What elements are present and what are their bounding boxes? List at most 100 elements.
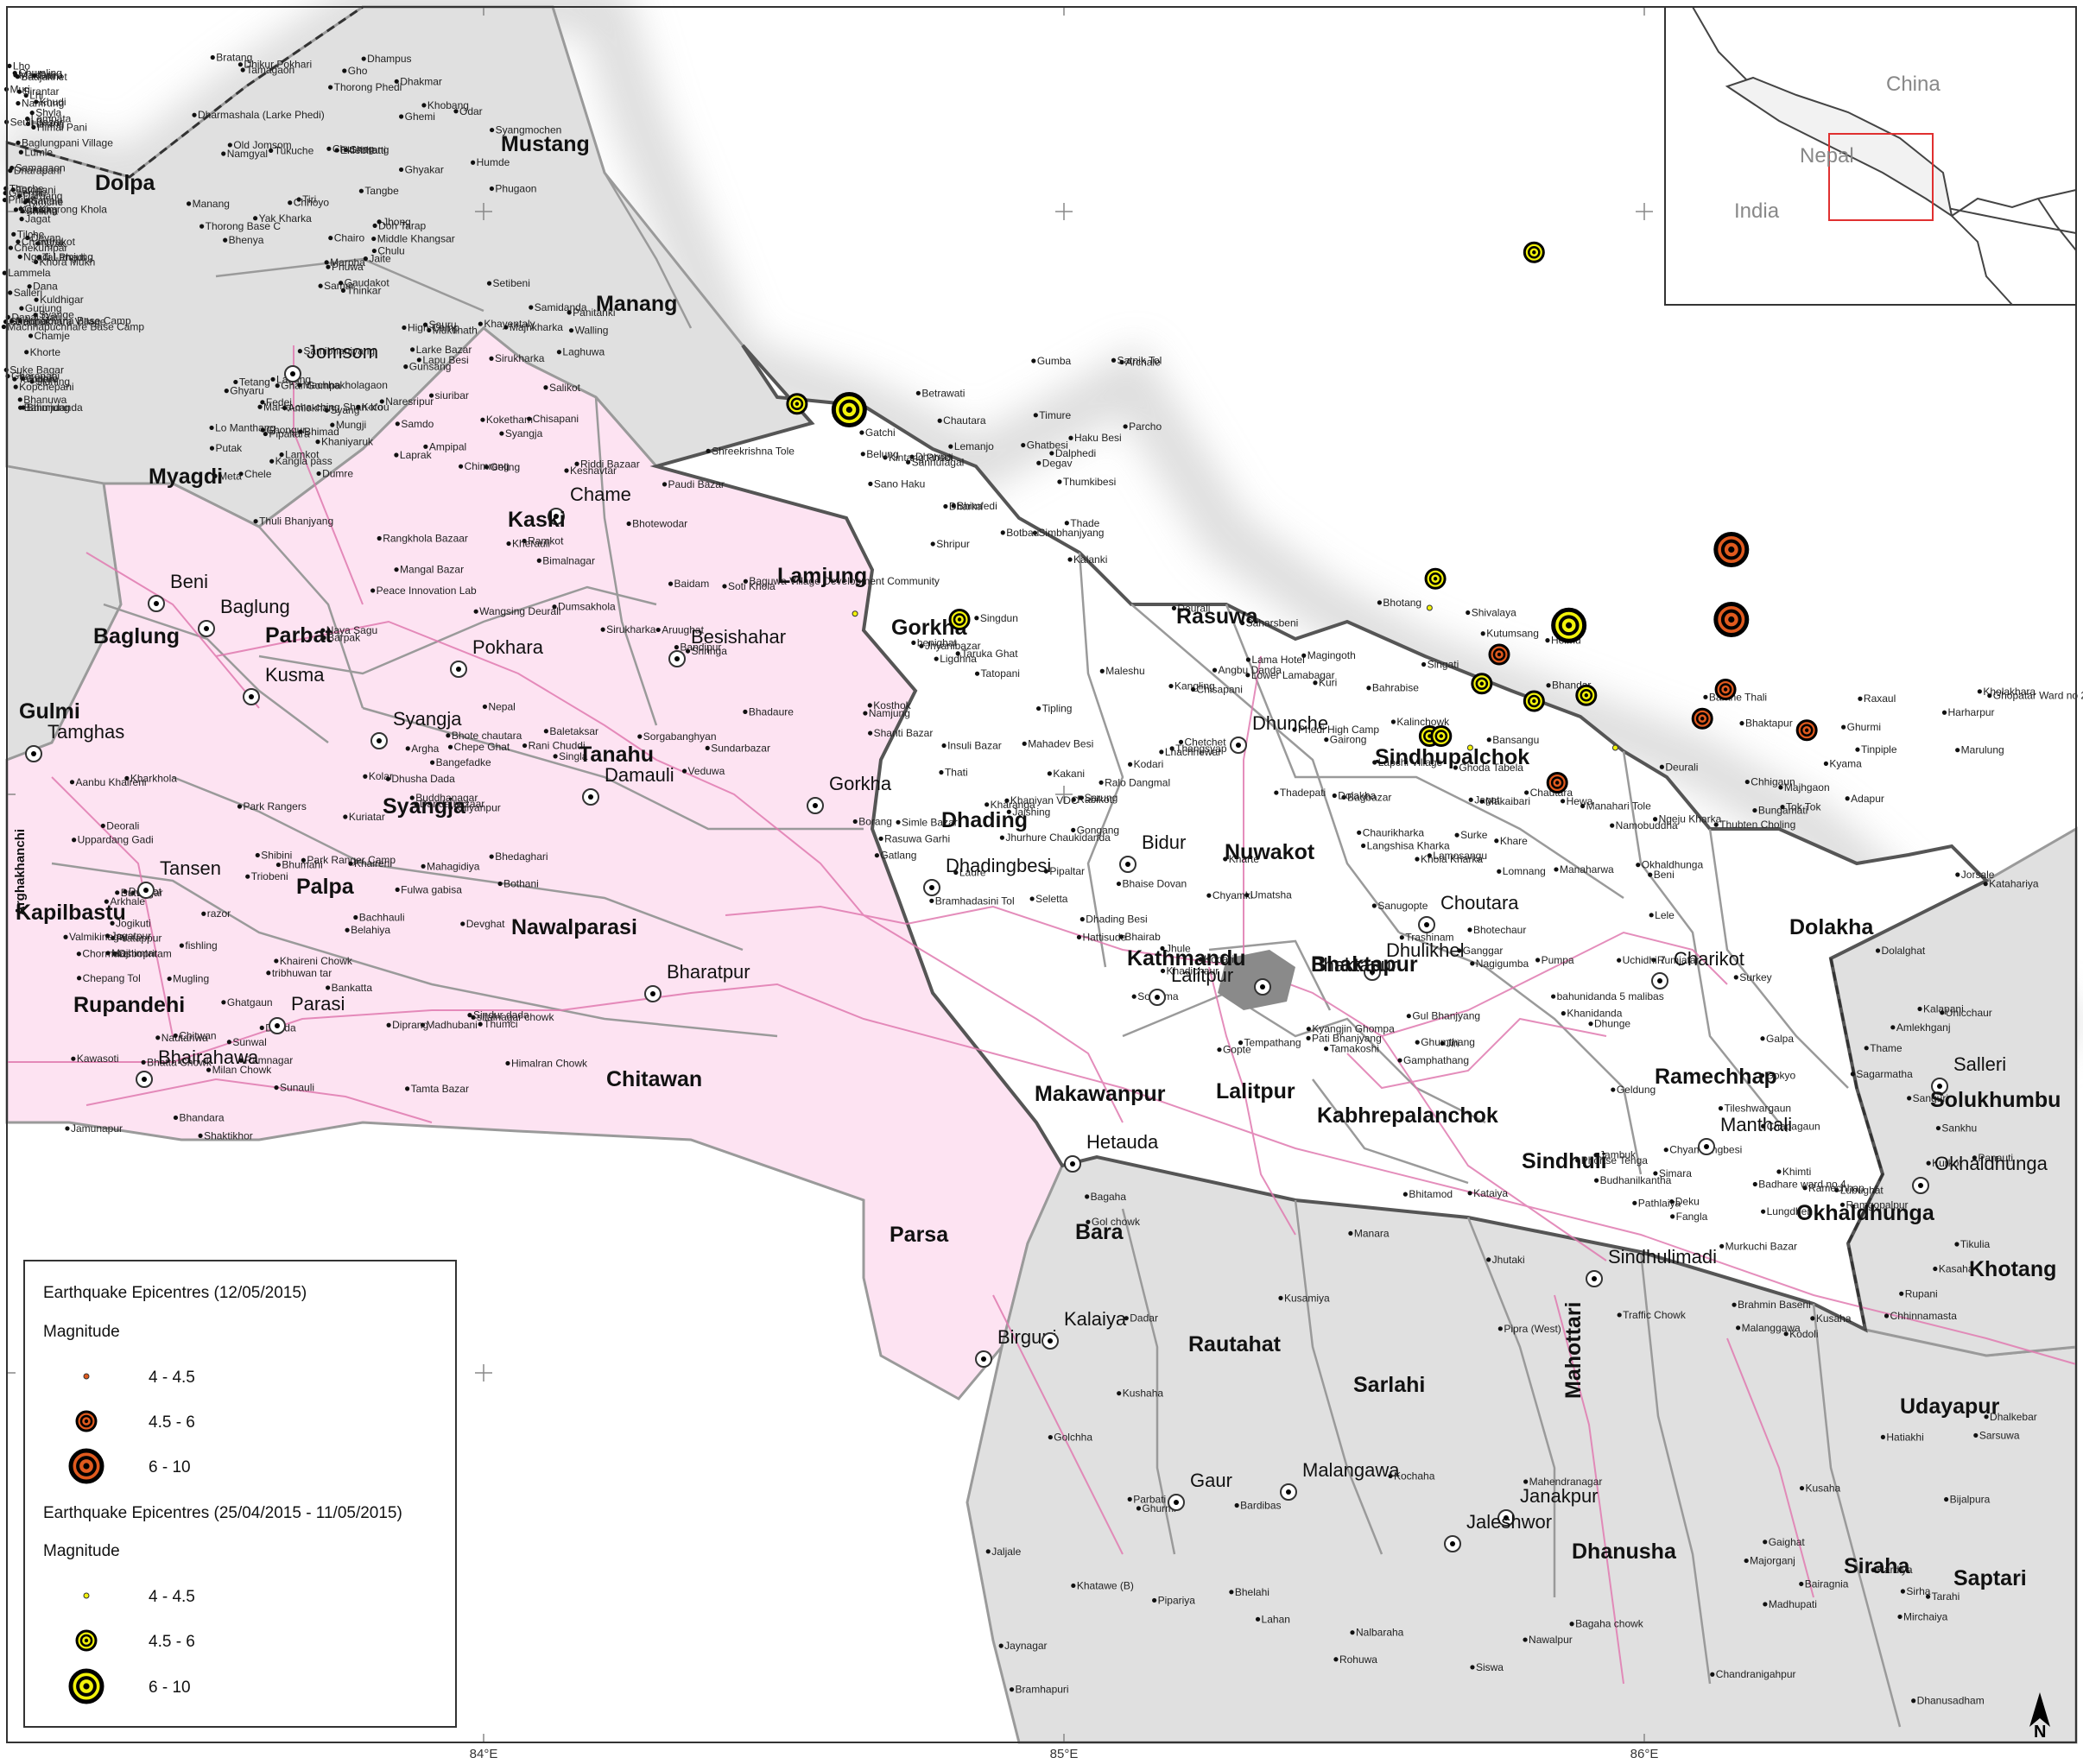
village-mungji: Mungji — [330, 419, 366, 431]
village-baglungpani-village: Baglungpani Village — [16, 136, 113, 149]
village-dhampus: Dhampus — [361, 53, 412, 65]
village-thorong-phedi: Thorong Phedi — [328, 81, 402, 93]
village-tarahi: Tarahi — [1925, 1590, 1960, 1603]
town-pokhara: Pokhara — [450, 636, 544, 678]
district-label-tanahu: Tanahu — [579, 743, 654, 767]
village-label: Thangsyap — [1175, 743, 1227, 755]
village-label: Sirantar — [22, 85, 59, 98]
kathmandu-urban-area — [1218, 950, 1295, 1010]
village-label: Khayentaly — [484, 318, 535, 330]
village-label: Philim — [8, 194, 36, 206]
village-label: Laure — [959, 867, 986, 879]
village-lhi: Lhi — [23, 90, 43, 102]
village-label: Annapurna Base Camp — [23, 315, 131, 327]
village-bhitamod: Bhitamod — [1402, 1188, 1453, 1200]
village-kodari: Kodari — [1198, 953, 1234, 965]
road-network — [7, 345, 2077, 1685]
village-label: Geldung — [1617, 1084, 1656, 1096]
village-aruughat: Aruughat — [655, 623, 705, 635]
village-label: Chamje — [35, 330, 71, 342]
village-deurali: Deurali — [1171, 602, 1210, 614]
village-dhunge: Dhunge — [1588, 1018, 1630, 1030]
village-jhule: Jhule — [1160, 942, 1191, 954]
town-label-kusma: Kusma — [265, 664, 325, 686]
village-ghoda-tabela: Ghoda Tabela — [1453, 762, 1523, 774]
village-label: Gunsang — [409, 361, 452, 373]
village-label: Bhotechaur — [1473, 924, 1526, 936]
village-dolakha: Dolakha — [1332, 789, 1377, 801]
village-label: Khora Mukh — [40, 256, 96, 268]
village-chepang-tol: Chepang Tol — [76, 972, 141, 984]
village-charang: Charang — [343, 144, 389, 156]
village-label: Ghoda Tabela — [1459, 762, 1523, 774]
village-label: sitalnagar chowk — [477, 1011, 554, 1023]
town-label-bidur: Bidur — [1142, 831, 1186, 853]
village-park-rangers: Park Rangers — [237, 800, 307, 812]
village-park-ranger-camp: Park Ranger Camp — [301, 854, 396, 866]
town-label-choutara: Choutara — [1440, 892, 1519, 914]
village-label: Lamosangu — [1433, 850, 1487, 862]
village-label: Simara — [1659, 1167, 1692, 1179]
village-lele: Lele — [1649, 909, 1675, 921]
village-label: Shivalaya — [1472, 606, 1516, 618]
village-label: Majhkharka — [510, 321, 563, 333]
village-ghatgaun: Ghatgaun — [221, 996, 273, 1008]
epicentre-recent-4 — [1488, 643, 1510, 666]
village-label: Kalinchowk — [1396, 716, 1450, 728]
town-label-chame: Chame — [570, 484, 631, 505]
village-tilche: Tilche — [11, 228, 45, 240]
village-label: Putak — [215, 442, 243, 454]
town-label-bhaktapur: Bhaktapur — [1311, 954, 1397, 976]
village-ghopatar-ward-no-2: Ghopatar Ward no 2 — [1987, 690, 2083, 702]
village-label: Bhatta Chowk — [147, 1056, 212, 1068]
village-label: Kintang Phedi — [889, 452, 953, 464]
epicentre-markers — [786, 241, 1818, 793]
village-bhairab: Bhairab — [1118, 931, 1161, 943]
graticule-marks — [7, 7, 1653, 1742]
village-label: Thorong Phedi — [334, 81, 402, 93]
village-label: Kusaha — [1816, 1312, 1852, 1325]
village-khare: Khare — [1494, 835, 1528, 847]
village-label: Humde — [477, 156, 510, 168]
village-thorong-base-c: Thorong Base C — [199, 220, 281, 232]
village-nyak: Nyak — [35, 237, 66, 250]
village-kosthok: Kosthok — [867, 699, 912, 711]
village-label: Jaynagar — [1004, 1640, 1047, 1652]
village-label: Jaite — [369, 253, 391, 265]
town-salleri: Salleri — [1931, 1053, 2006, 1095]
village-label: Kyama — [1829, 757, 1862, 769]
village-label: Ghumthang — [1421, 1036, 1475, 1048]
village-milan-chowk: Milan Chowk — [206, 1064, 272, 1076]
village-sindur-dada: Sindur dada — [467, 1009, 529, 1021]
town-bidur: Bidur — [1119, 831, 1186, 873]
village-label: Khaireni — [354, 857, 392, 869]
village-pipaltara: Pipaltara — [263, 428, 310, 440]
village-label: Sunwal — [232, 1036, 266, 1048]
village-belung: Belung — [860, 448, 899, 460]
inset-label-china: China — [1886, 73, 1941, 96]
epicentre-previous-1 — [786, 393, 808, 415]
town-parasi: Parasi — [269, 993, 345, 1034]
village-label: Archale — [1125, 357, 1161, 369]
district-label-lalitpur: Lalitpur — [1216, 1079, 1295, 1103]
village-kangling: Kangling — [1168, 680, 1215, 692]
epicentre-previous-2 — [1523, 241, 1545, 263]
village-label: Barpak — [327, 632, 361, 644]
village-label: Dhakmar — [400, 75, 442, 87]
village-tamta-bazar: Tamta Bazar — [405, 1083, 469, 1095]
village-umatsha: Umatsha — [1244, 889, 1292, 901]
village-label: Kutumsang — [1486, 628, 1539, 640]
village-chekumpar: Chekumpar — [8, 242, 67, 254]
village-label: Muktinath — [433, 324, 478, 336]
district-label-manang: Manang — [596, 292, 677, 316]
village-label: Madhubani — [426, 1019, 477, 1031]
village-thuli-bhanjyang: Thuli Bhanjyang — [253, 515, 333, 528]
village-label: Jamunapur — [71, 1122, 123, 1135]
village-label: Mai-la-cha-ching Shan-k'ou — [263, 401, 389, 413]
village-amlekhganj: Amlekhganj — [1890, 1021, 1951, 1034]
village-bhotechaur: Bhotechaur — [1467, 924, 1526, 936]
village-label: Sarung — [1085, 792, 1118, 804]
town-label-manthali: Manthali — [1720, 1114, 1792, 1135]
village-gamphathang: Gamphathang — [1397, 1054, 1469, 1066]
legend-magnitude-recent: Magnitude — [43, 1323, 120, 1341]
